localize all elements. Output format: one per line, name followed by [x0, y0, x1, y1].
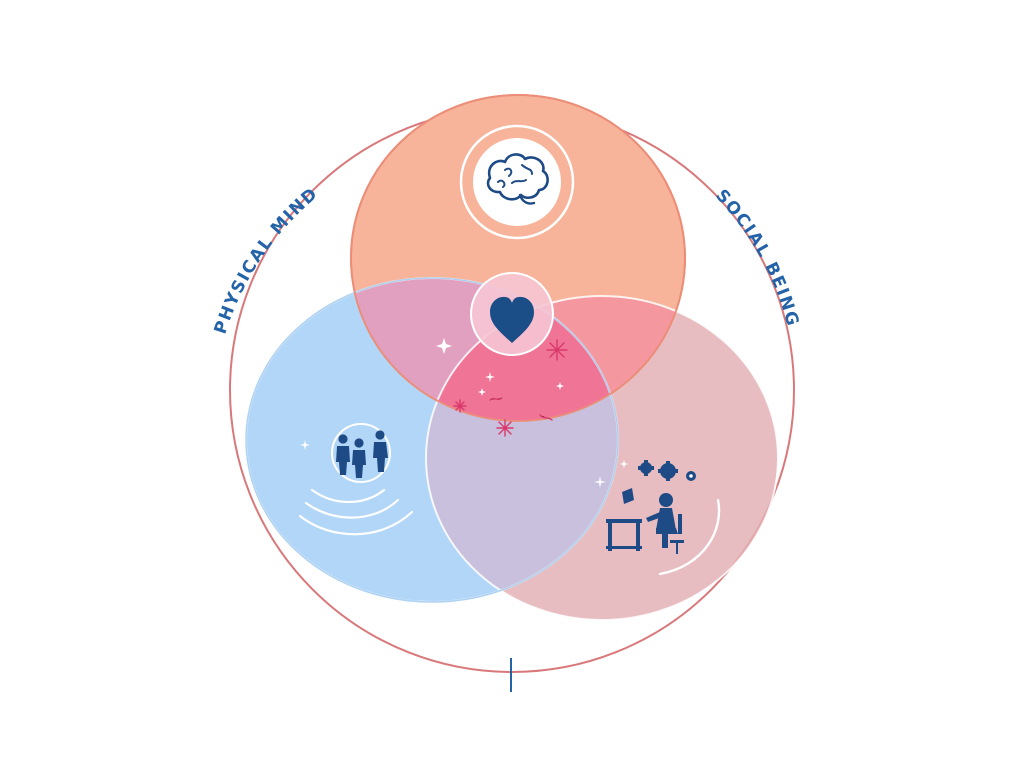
heart-icon — [470, 272, 554, 356]
person-at-desk-icon — [606, 460, 696, 554]
sparkle-decorations — [300, 338, 628, 488]
center-overlap — [426, 296, 618, 421]
brain-icon — [459, 124, 575, 240]
people-group-icon — [331, 423, 391, 483]
label-left: PHYSICAL MIND — [211, 184, 323, 337]
label-right: SOCIAL BEING — [711, 186, 802, 330]
accent-arc — [658, 498, 721, 576]
wave-arcs — [298, 488, 414, 536]
